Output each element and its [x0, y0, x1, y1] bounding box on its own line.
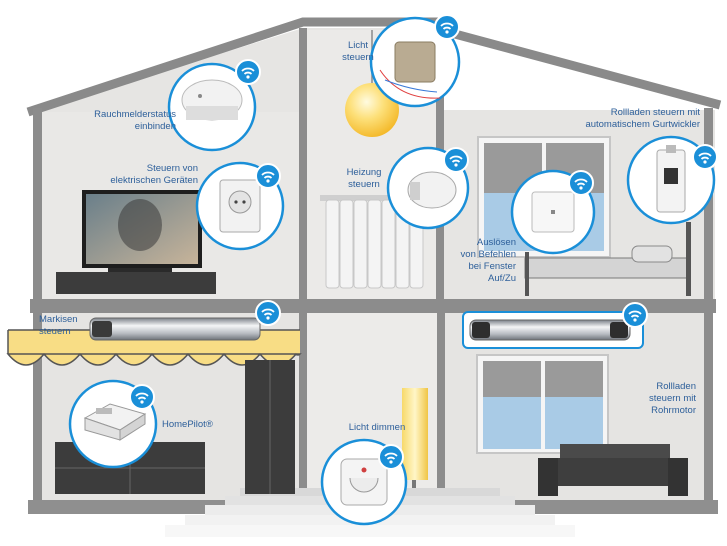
- label-homepilot: HomePilot®: [162, 419, 213, 430]
- label-line: von Befehlen: [460, 249, 516, 260]
- lower-left-divider: [299, 312, 307, 502]
- label-line: Rohrmotor: [651, 405, 696, 416]
- sofa: [538, 444, 688, 496]
- wifi-icon: [568, 170, 594, 196]
- flush-actuator-icon: [369, 16, 461, 108]
- label-line: Markisen: [39, 314, 78, 325]
- wifi-icon: [434, 14, 460, 40]
- living-room-cabinets: [55, 360, 295, 494]
- wifi-icon: [622, 302, 648, 328]
- smoke-detector-icon: [167, 62, 257, 152]
- label-line: Auslösen: [476, 237, 516, 248]
- label-line: steuern: [39, 326, 71, 337]
- label-line: einbinden: [134, 121, 176, 132]
- awning-tube: [89, 317, 261, 341]
- label-window-trigger: Auslösen von Befehlen bei Fenster Auf/Zu: [432, 237, 516, 285]
- bed: [524, 222, 691, 296]
- wifi-icon: [443, 147, 469, 173]
- label-smoke-detector: Rauchmelderstatus einbinden: [70, 109, 176, 133]
- floor-lamp: [402, 388, 428, 488]
- label-tubular-motor: Rollladen steuern mit Rohrmotor: [618, 381, 696, 417]
- label-belt-winder: Rollladen steuern mit automatischem Gurt…: [520, 107, 700, 131]
- label-line: steuern: [342, 52, 374, 63]
- radiator: [320, 195, 432, 289]
- homepilot-gateway-icon: [68, 379, 158, 469]
- wifi-icon: [255, 163, 281, 189]
- upper-left-divider: [299, 28, 307, 300]
- shutter-motor-box: [462, 311, 644, 349]
- label-line: Rollladen: [656, 381, 696, 392]
- label-heating: Heizung steuern: [336, 167, 392, 191]
- label-line: Auf/Zu: [488, 273, 516, 284]
- lower-right-divider: [437, 312, 445, 502]
- label-line: bei Fenster: [468, 261, 516, 272]
- label-line: Steuern von: [146, 163, 198, 174]
- label-dimmer: Licht dimmen: [348, 422, 406, 433]
- label-light: Licht steuern: [330, 40, 386, 64]
- label-line: Licht: [347, 40, 369, 51]
- wifi-icon: [235, 59, 261, 85]
- label-line: Rauchmelderstatus: [94, 109, 176, 120]
- label-line: elektrischen Geräten: [110, 175, 198, 186]
- wifi-icon: [129, 384, 155, 410]
- television: [56, 190, 216, 294]
- label-awning: Markisen steuern: [39, 314, 99, 338]
- living-room-window: [476, 354, 609, 454]
- label-line: automatischem Gurtwickler: [585, 119, 700, 130]
- label-line: Heizung: [346, 167, 382, 178]
- floor-slab: [30, 299, 716, 313]
- label-line: Rollladen steuern mit: [610, 107, 700, 118]
- wifi-icon: [378, 444, 404, 470]
- wifi-icon: [255, 300, 281, 326]
- label-electrical-devices: Steuern von elektrischen Geräten: [94, 163, 198, 187]
- label-line: steuern mit: [649, 393, 696, 404]
- wifi-icon: [692, 144, 718, 170]
- label-line: steuern: [348, 179, 380, 190]
